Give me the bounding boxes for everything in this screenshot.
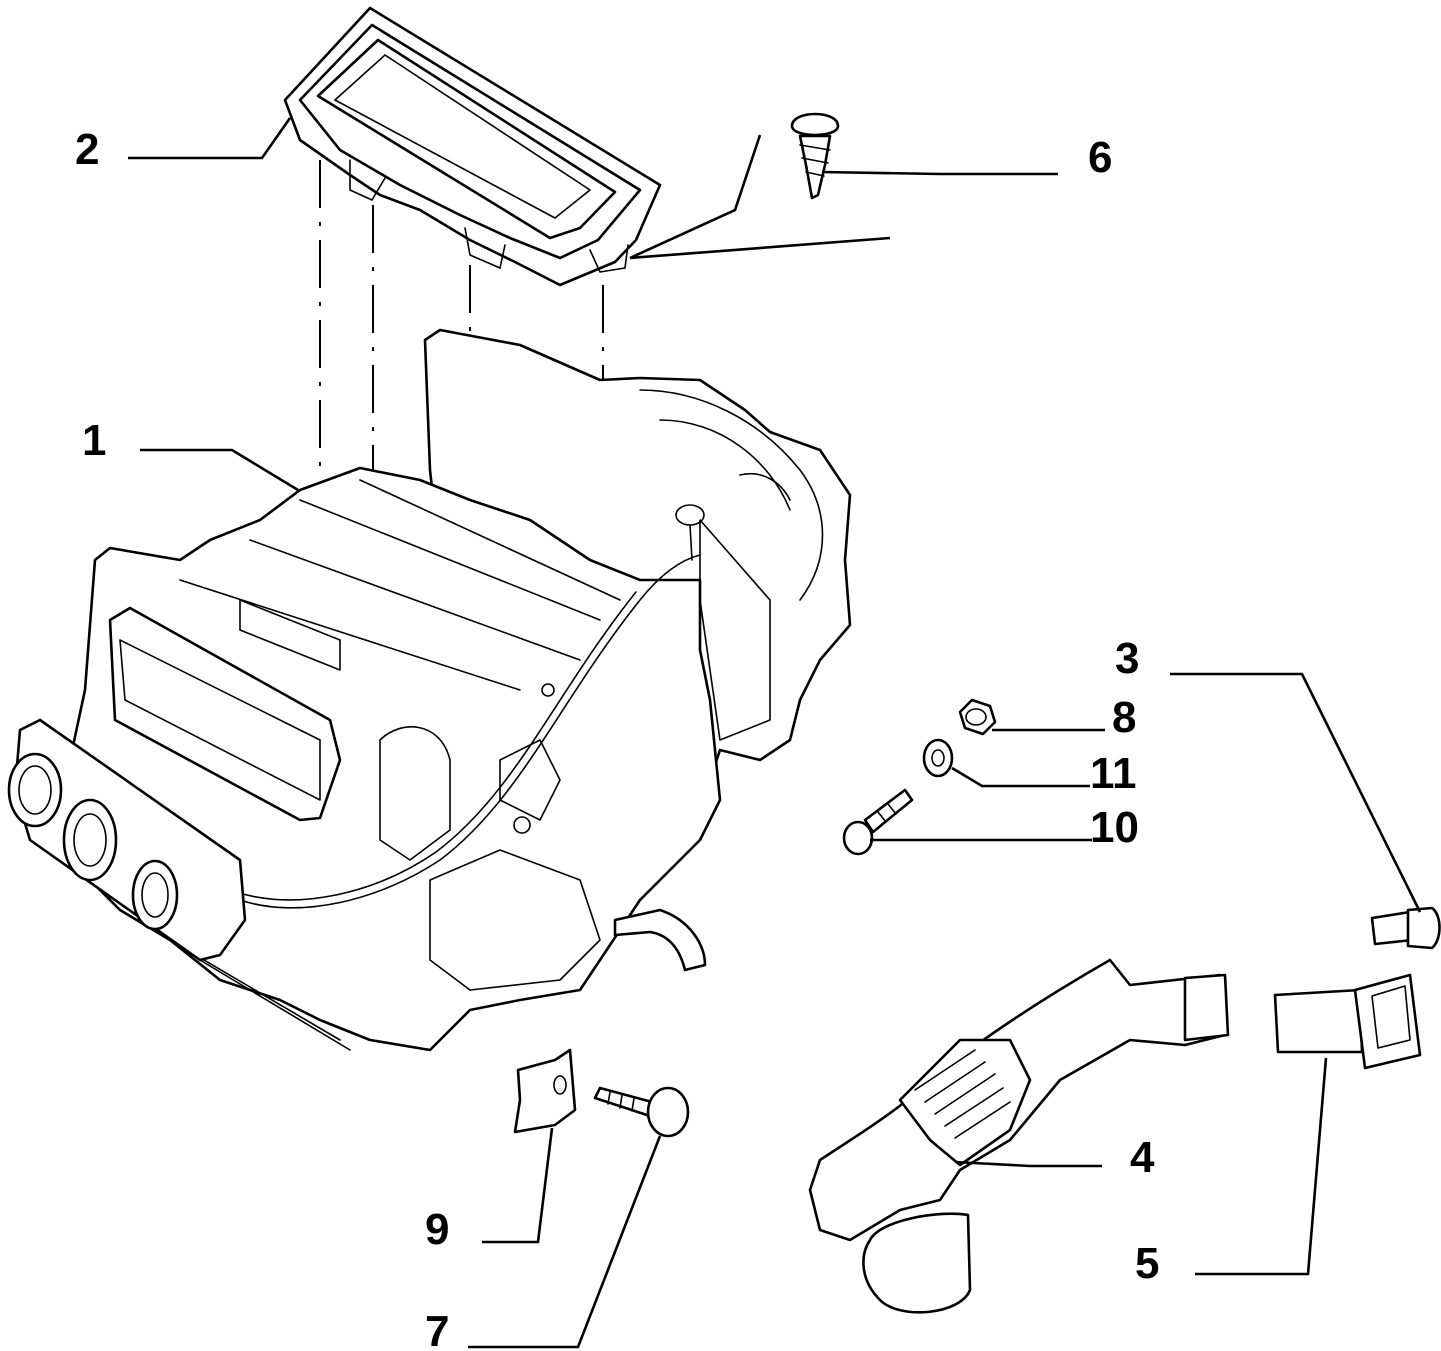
part-10-bolt <box>842 788 914 856</box>
callout-2: 2 <box>75 125 99 174</box>
callout-labels: 2 1 6 3 8 11 10 4 5 9 7 <box>75 125 1159 1351</box>
part-6-screw <box>790 112 840 200</box>
leader-6 <box>821 170 1058 176</box>
part-7-bolt <box>593 1086 690 1138</box>
leader-5 <box>1195 1057 1328 1276</box>
leader-6c <box>629 236 891 260</box>
part-2-filter-housing <box>283 6 662 287</box>
callout-5: 5 <box>1135 1239 1159 1288</box>
callout-10: 10 <box>1090 803 1139 852</box>
part-3-bolt <box>1370 906 1441 950</box>
leader-1 <box>140 448 299 492</box>
callout-1: 1 <box>82 416 106 465</box>
leader-lines <box>128 117 1422 1349</box>
part-11-washer <box>922 738 954 778</box>
callout-6: 6 <box>1088 133 1112 182</box>
leader-3 <box>1170 672 1422 913</box>
leader-4 <box>954 1160 1102 1168</box>
leader-2 <box>128 117 292 160</box>
control-panel <box>7 718 247 962</box>
part-9-clip <box>513 1048 577 1134</box>
leader-9 <box>482 1127 554 1244</box>
callout-7: 7 <box>425 1307 449 1351</box>
leader-11 <box>951 766 1090 788</box>
leader-6b <box>629 134 762 260</box>
leader-7 <box>468 1135 662 1349</box>
callout-11: 11 <box>1090 749 1137 798</box>
part-5-adapter <box>1273 973 1422 1070</box>
callout-9: 9 <box>425 1205 449 1254</box>
part-4-duct <box>808 958 1230 1314</box>
callout-3: 3 <box>1115 634 1139 683</box>
part-8-nut <box>958 698 997 736</box>
callout-4: 4 <box>1130 1133 1155 1182</box>
callout-8: 8 <box>1112 693 1136 742</box>
